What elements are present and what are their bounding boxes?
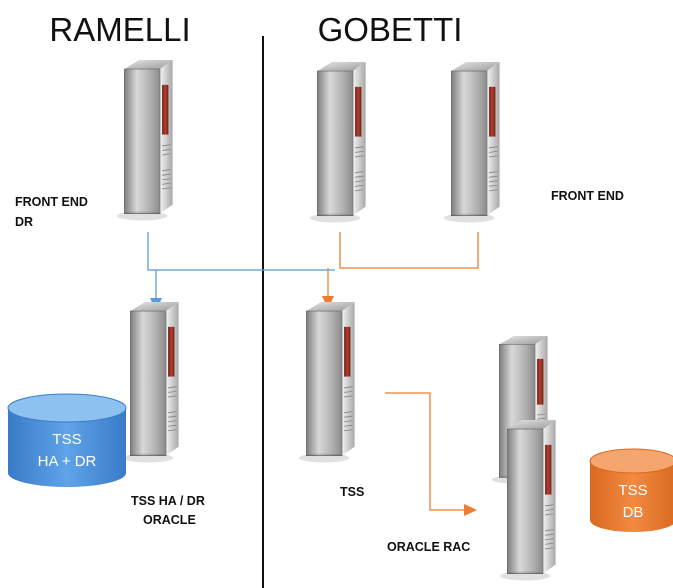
label-front-end: FRONT END: [551, 189, 624, 203]
server-front-end-dr: [116, 59, 174, 222]
connector-orange: [327, 232, 479, 511]
site-title-ramelli: RAMELLI: [49, 11, 190, 48]
svg-text:DB: DB: [623, 504, 644, 521]
label-tss-ha-dr-line1: TSS HA / DR: [131, 494, 205, 508]
database-tss-db: TSS DB: [589, 448, 673, 532]
label-front-end-dr-line1: FRONT END: [15, 195, 88, 209]
label-tss: TSS: [340, 485, 364, 499]
server-oracle-rac-2: [499, 419, 557, 582]
site-title-gobetti: GOBETTI: [318, 11, 463, 48]
label-front-end-dr-line2: DR: [15, 215, 33, 229]
database-tss-ha-dr: TSS HA + DR: [7, 393, 127, 487]
svg-text:TSS: TSS: [52, 431, 81, 448]
svg-text:TSS: TSS: [618, 482, 647, 499]
server-front-end-2: [443, 61, 501, 224]
arrowhead-orange-rac: [464, 504, 477, 516]
server-front-end-1: [309, 61, 367, 224]
svg-text:HA + DR: HA + DR: [38, 453, 97, 470]
connector-blue: [147, 232, 335, 300]
server-tss: [298, 301, 356, 464]
label-oracle-rac: ORACLE RAC: [387, 540, 470, 554]
label-tss-ha-dr-line2: ORACLE: [143, 513, 196, 527]
server-tss-ha-dr: [122, 301, 180, 464]
